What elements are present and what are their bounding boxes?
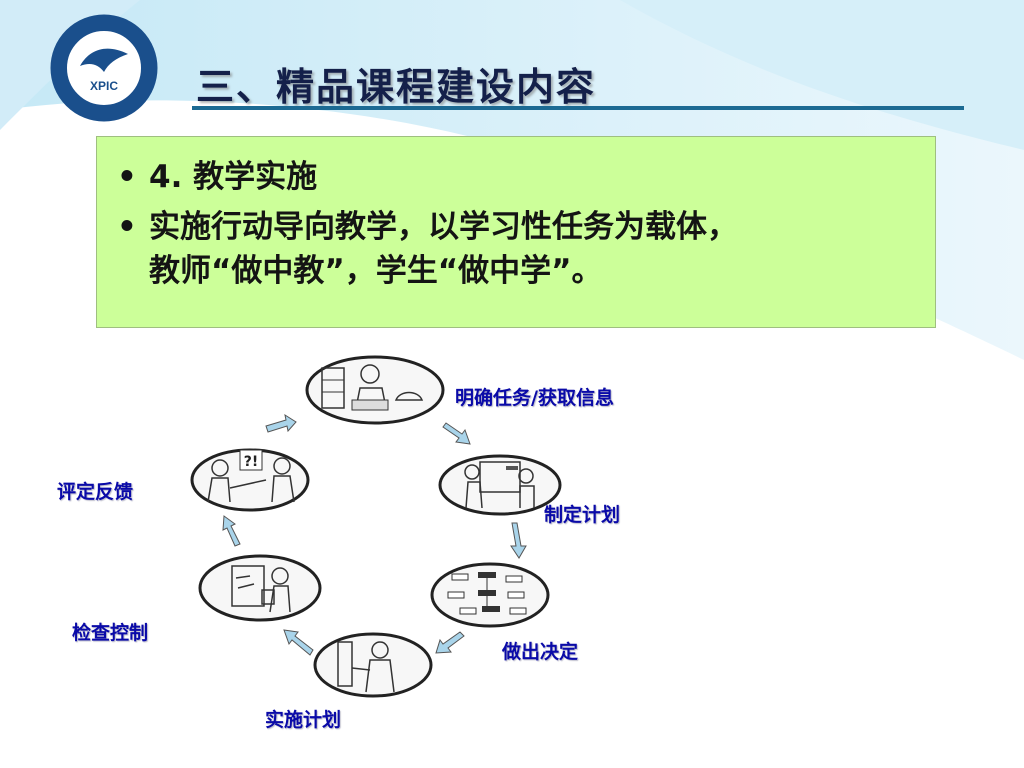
logo-monogram: XPIC (90, 79, 118, 93)
cycle-arrows (222, 413, 527, 656)
reading-person-icon (305, 355, 445, 425)
step-label-define-task: 明确任务/获取信息 (455, 387, 614, 409)
arrow-4-to-5 (283, 629, 314, 656)
bullet-text: 4. 教学实施 (149, 159, 318, 195)
step-label-feedback: 评定反馈 (57, 481, 134, 503)
bullet-item: • 实施行动导向教学，以学习性任务为载体， (117, 205, 935, 249)
feedback-discussion-icon: ?! (190, 448, 310, 512)
step-label-make-plan: 制定计划 (544, 504, 621, 526)
bullet-item-continuation: 教师“做中教”，学生“做中学”。 (117, 249, 935, 293)
planning-board-icon (438, 454, 562, 516)
step-label-inspect: 检查控制 (72, 622, 149, 644)
step-label-implement: 实施计划 (265, 709, 342, 731)
inspection-icon (198, 554, 322, 622)
bullet-marker: • (117, 209, 137, 245)
action-cycle-diagram: ?! (190, 355, 562, 698)
step-label-decide: 做出决定 (502, 641, 579, 663)
title-underline (192, 106, 964, 110)
arrow-2-to-3 (510, 522, 527, 559)
arrow-1-to-2 (442, 422, 471, 445)
bullet-text: 教师“做中教”，学生“做中学”。 (149, 253, 603, 289)
decision-chart-icon (430, 562, 550, 628)
arrow-6-to-1 (265, 413, 297, 433)
bullet-marker: • (117, 159, 137, 195)
slide-title: 三、精品课程建设内容 (196, 65, 597, 109)
feedback-sign: ?! (244, 454, 259, 470)
worker-icon (313, 632, 433, 698)
college-logo: XPIC (50, 14, 158, 122)
bullet-text: 实施行动导向教学，以学习性任务为载体， (149, 209, 738, 245)
arrow-3-to-4 (435, 631, 465, 654)
content-box: • 4. 教学实施 • 实施行动导向教学，以学习性任务为载体， 教师“做中教”，学生… (96, 136, 936, 328)
bullet-list: • 4. 教学实施 • 实施行动导向教学，以学习性任务为载体， 教师“做中教”，学生… (97, 137, 935, 293)
bullet-item: • 4. 教学实施 (117, 155, 935, 199)
arrow-5-to-6 (222, 515, 241, 547)
